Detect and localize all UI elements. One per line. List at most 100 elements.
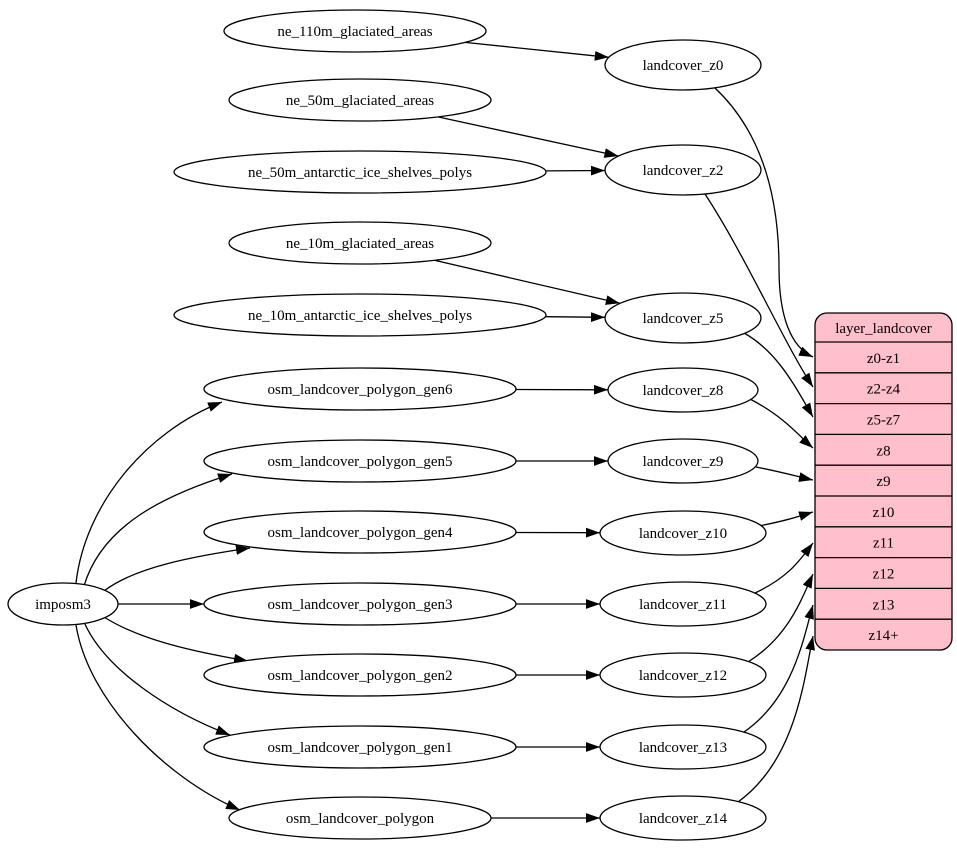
edge-imposm3-to-osm_landcover_polygon_gen2 [103, 616, 249, 664]
node-label-ne_50m_glaciated_areas: ne_50m_glaciated_areas [286, 93, 434, 109]
node-label-landcover_z8: landcover_z8 [643, 383, 724, 399]
node-shape-ne_50m_glaciated_areas [228, 78, 492, 122]
node-landcover_z14: landcover_z14 [599, 795, 767, 841]
record-row-z8: z8 [876, 443, 890, 459]
record-row-z11: z11 [873, 536, 894, 552]
record-layer_landcover: layer_landcoverz0-z1z2-z4z5-z7z8z9z10z11… [814, 312, 953, 651]
edge-ne_50m_glaciated_areas-to-landcover_z2 [437, 116, 619, 158]
node-shape-landcover_z0 [604, 39, 762, 91]
node-label-landcover_z13: landcover_z13 [639, 740, 727, 756]
node-shape-ne_110m_glaciated_areas [223, 9, 487, 53]
node-shape-landcover_z12 [599, 652, 767, 698]
node-label-landcover_z2: landcover_z2 [643, 163, 724, 179]
node-ne_10m_glaciated_areas: ne_10m_glaciated_areas [228, 221, 492, 265]
node-shape-landcover_z14 [599, 795, 767, 841]
edges [75, 41, 815, 823]
node-imposm3: imposm3 [7, 582, 119, 626]
node-label-osm_landcover_polygon_gen4: osm_landcover_polygon_gen4 [268, 525, 453, 541]
node-shape-landcover_z2 [604, 144, 762, 196]
node-landcover_z11: landcover_z11 [599, 581, 767, 627]
node-label-osm_landcover_polygon_gen6: osm_landcover_polygon_gen6 [268, 382, 453, 398]
edge-ne_10m_antarctic_ice_shelves_polys-to-landcover_z5 [545, 312, 606, 323]
edge-ne_10m_glaciated_areas-to-landcover_z5 [434, 259, 620, 305]
node-label-ne_10m_antarctic_ice_shelves_polys: ne_10m_antarctic_ice_shelves_polys [248, 308, 472, 324]
node-label-ne_50m_antarctic_ice_shelves_polys: ne_50m_antarctic_ice_shelves_polys [248, 165, 472, 181]
node-osm_landcover_polygon_gen1: osm_landcover_polygon_gen1 [203, 725, 517, 769]
node-label-osm_landcover_polygon_gen2: osm_landcover_polygon_gen2 [268, 668, 453, 684]
node-shape-ne_10m_glaciated_areas [228, 221, 492, 265]
edge-landcover_z12-to-row-z12 [747, 573, 814, 663]
record-title: layer_landcover [835, 321, 932, 337]
record-row-z12: z12 [873, 567, 895, 583]
node-shape-ne_50m_antarctic_ice_shelves_polys [173, 150, 547, 194]
node-shape-osm_landcover_polygon_gen4 [203, 510, 517, 554]
edge-landcover_z8-to-row-z8 [749, 398, 814, 449]
node-label-osm_landcover_polygon_gen1: osm_landcover_polygon_gen1 [268, 740, 453, 756]
node-shape-landcover_z8 [607, 367, 759, 413]
node-label-ne_10m_glaciated_areas: ne_10m_glaciated_areas [286, 236, 434, 252]
edge-landcover_z11-to-row-z11 [754, 542, 814, 594]
node-landcover_z8: landcover_z8 [607, 367, 759, 413]
record-row-z2-z4: z2-z4 [867, 382, 901, 398]
node-shape-ne_10m_antarctic_ice_shelves_polys [173, 293, 547, 337]
node-osm_landcover_polygon_gen4: osm_landcover_polygon_gen4 [203, 510, 517, 554]
node-ne_110m_glaciated_areas: ne_110m_glaciated_areas [223, 9, 487, 53]
node-label-imposm3: imposm3 [35, 597, 91, 613]
node-osm_landcover_polygon_gen2: osm_landcover_polygon_gen2 [203, 653, 517, 697]
edge-landcover_z14-to-row-z14+ [737, 635, 815, 803]
node-ne_50m_glaciated_areas: ne_50m_glaciated_areas [228, 78, 492, 122]
node-osm_landcover_polygon_gen5: osm_landcover_polygon_gen5 [203, 439, 517, 483]
edge-landcover_z5-to-row-z5-z7 [743, 332, 814, 418]
edge-imposm3-to-osm_landcover_polygon_gen1 [83, 621, 231, 736]
node-label-osm_landcover_polygon_gen5: osm_landcover_polygon_gen5 [268, 454, 453, 470]
edge-imposm3-to-osm_landcover_polygon_gen4 [103, 545, 251, 592]
node-shape-landcover_z5 [604, 292, 762, 344]
node-osm_landcover_polygon_gen6: osm_landcover_polygon_gen6 [203, 367, 517, 411]
node-label-landcover_z14: landcover_z14 [639, 811, 728, 827]
node-shape-osm_landcover_polygon_gen2 [203, 653, 517, 697]
node-landcover_z2: landcover_z2 [604, 144, 762, 196]
node-shape-imposm3 [7, 582, 119, 626]
edge-ne_110m_glaciated_areas-to-landcover_z0 [464, 41, 609, 61]
edge-imposm3-to-osm_landcover_polygon_gen5 [83, 473, 233, 587]
node-shape-landcover_z11 [599, 581, 767, 627]
node-landcover_z5: landcover_z5 [604, 292, 762, 344]
record-shape [814, 312, 953, 651]
node-label-landcover_z12: landcover_z12 [639, 668, 727, 684]
node-label-landcover_z0: landcover_z0 [643, 58, 724, 74]
node-label-landcover_z9: landcover_z9 [643, 454, 724, 470]
node-shape-osm_landcover_polygon_gen5 [203, 439, 517, 483]
record-row-z0-z1: z0-z1 [867, 351, 900, 367]
node-label-osm_landcover_polygon_gen3: osm_landcover_polygon_gen3 [268, 597, 453, 613]
edge-landcover_z10-to-row-z10 [758, 511, 814, 527]
node-label-osm_landcover_polygon: osm_landcover_polygon [286, 811, 435, 827]
node-osm_landcover_polygon_gen3: osm_landcover_polygon_gen3 [203, 582, 517, 626]
record-row-z9: z9 [876, 474, 890, 490]
nodes: imposm3 ne_110m_glaciated_areas ne_50m_gla… [7, 9, 767, 841]
record-row-z10: z10 [873, 505, 895, 521]
record-row-z14+: z14+ [868, 628, 898, 644]
node-shape-osm_landcover_polygon [228, 796, 492, 840]
node-shape-landcover_z9 [607, 438, 759, 484]
node-ne_10m_antarctic_ice_shelves_polys: ne_10m_antarctic_ice_shelves_polys [173, 293, 547, 337]
record-row-z13: z13 [873, 597, 895, 613]
node-shape-osm_landcover_polygon_gen3 [203, 582, 517, 626]
edge-landcover_z2-to-row-z2-z4 [704, 193, 814, 388]
node-shape-osm_landcover_polygon_gen1 [203, 725, 517, 769]
edge-imposm3-to-osm_landcover_polygon [75, 624, 241, 811]
node-landcover_z10: landcover_z10 [599, 510, 767, 556]
node-landcover_z12: landcover_z12 [599, 652, 767, 698]
node-shape-osm_landcover_polygon_gen6 [203, 367, 517, 411]
node-label-ne_110m_glaciated_areas: ne_110m_glaciated_areas [277, 24, 432, 40]
node-label-landcover_z5: landcover_z5 [643, 311, 724, 327]
node-shape-landcover_z10 [599, 510, 767, 556]
node-osm_landcover_polygon: osm_landcover_polygon [228, 796, 492, 840]
node-landcover_z9: landcover_z9 [607, 438, 759, 484]
node-label-landcover_z10: landcover_z10 [639, 526, 727, 542]
node-landcover_z0: landcover_z0 [604, 39, 762, 91]
node-ne_50m_antarctic_ice_shelves_polys: ne_50m_antarctic_ice_shelves_polys [173, 150, 547, 194]
edge-landcover_z9-to-row-z9 [755, 466, 814, 482]
node-label-landcover_z11: landcover_z11 [639, 597, 727, 613]
